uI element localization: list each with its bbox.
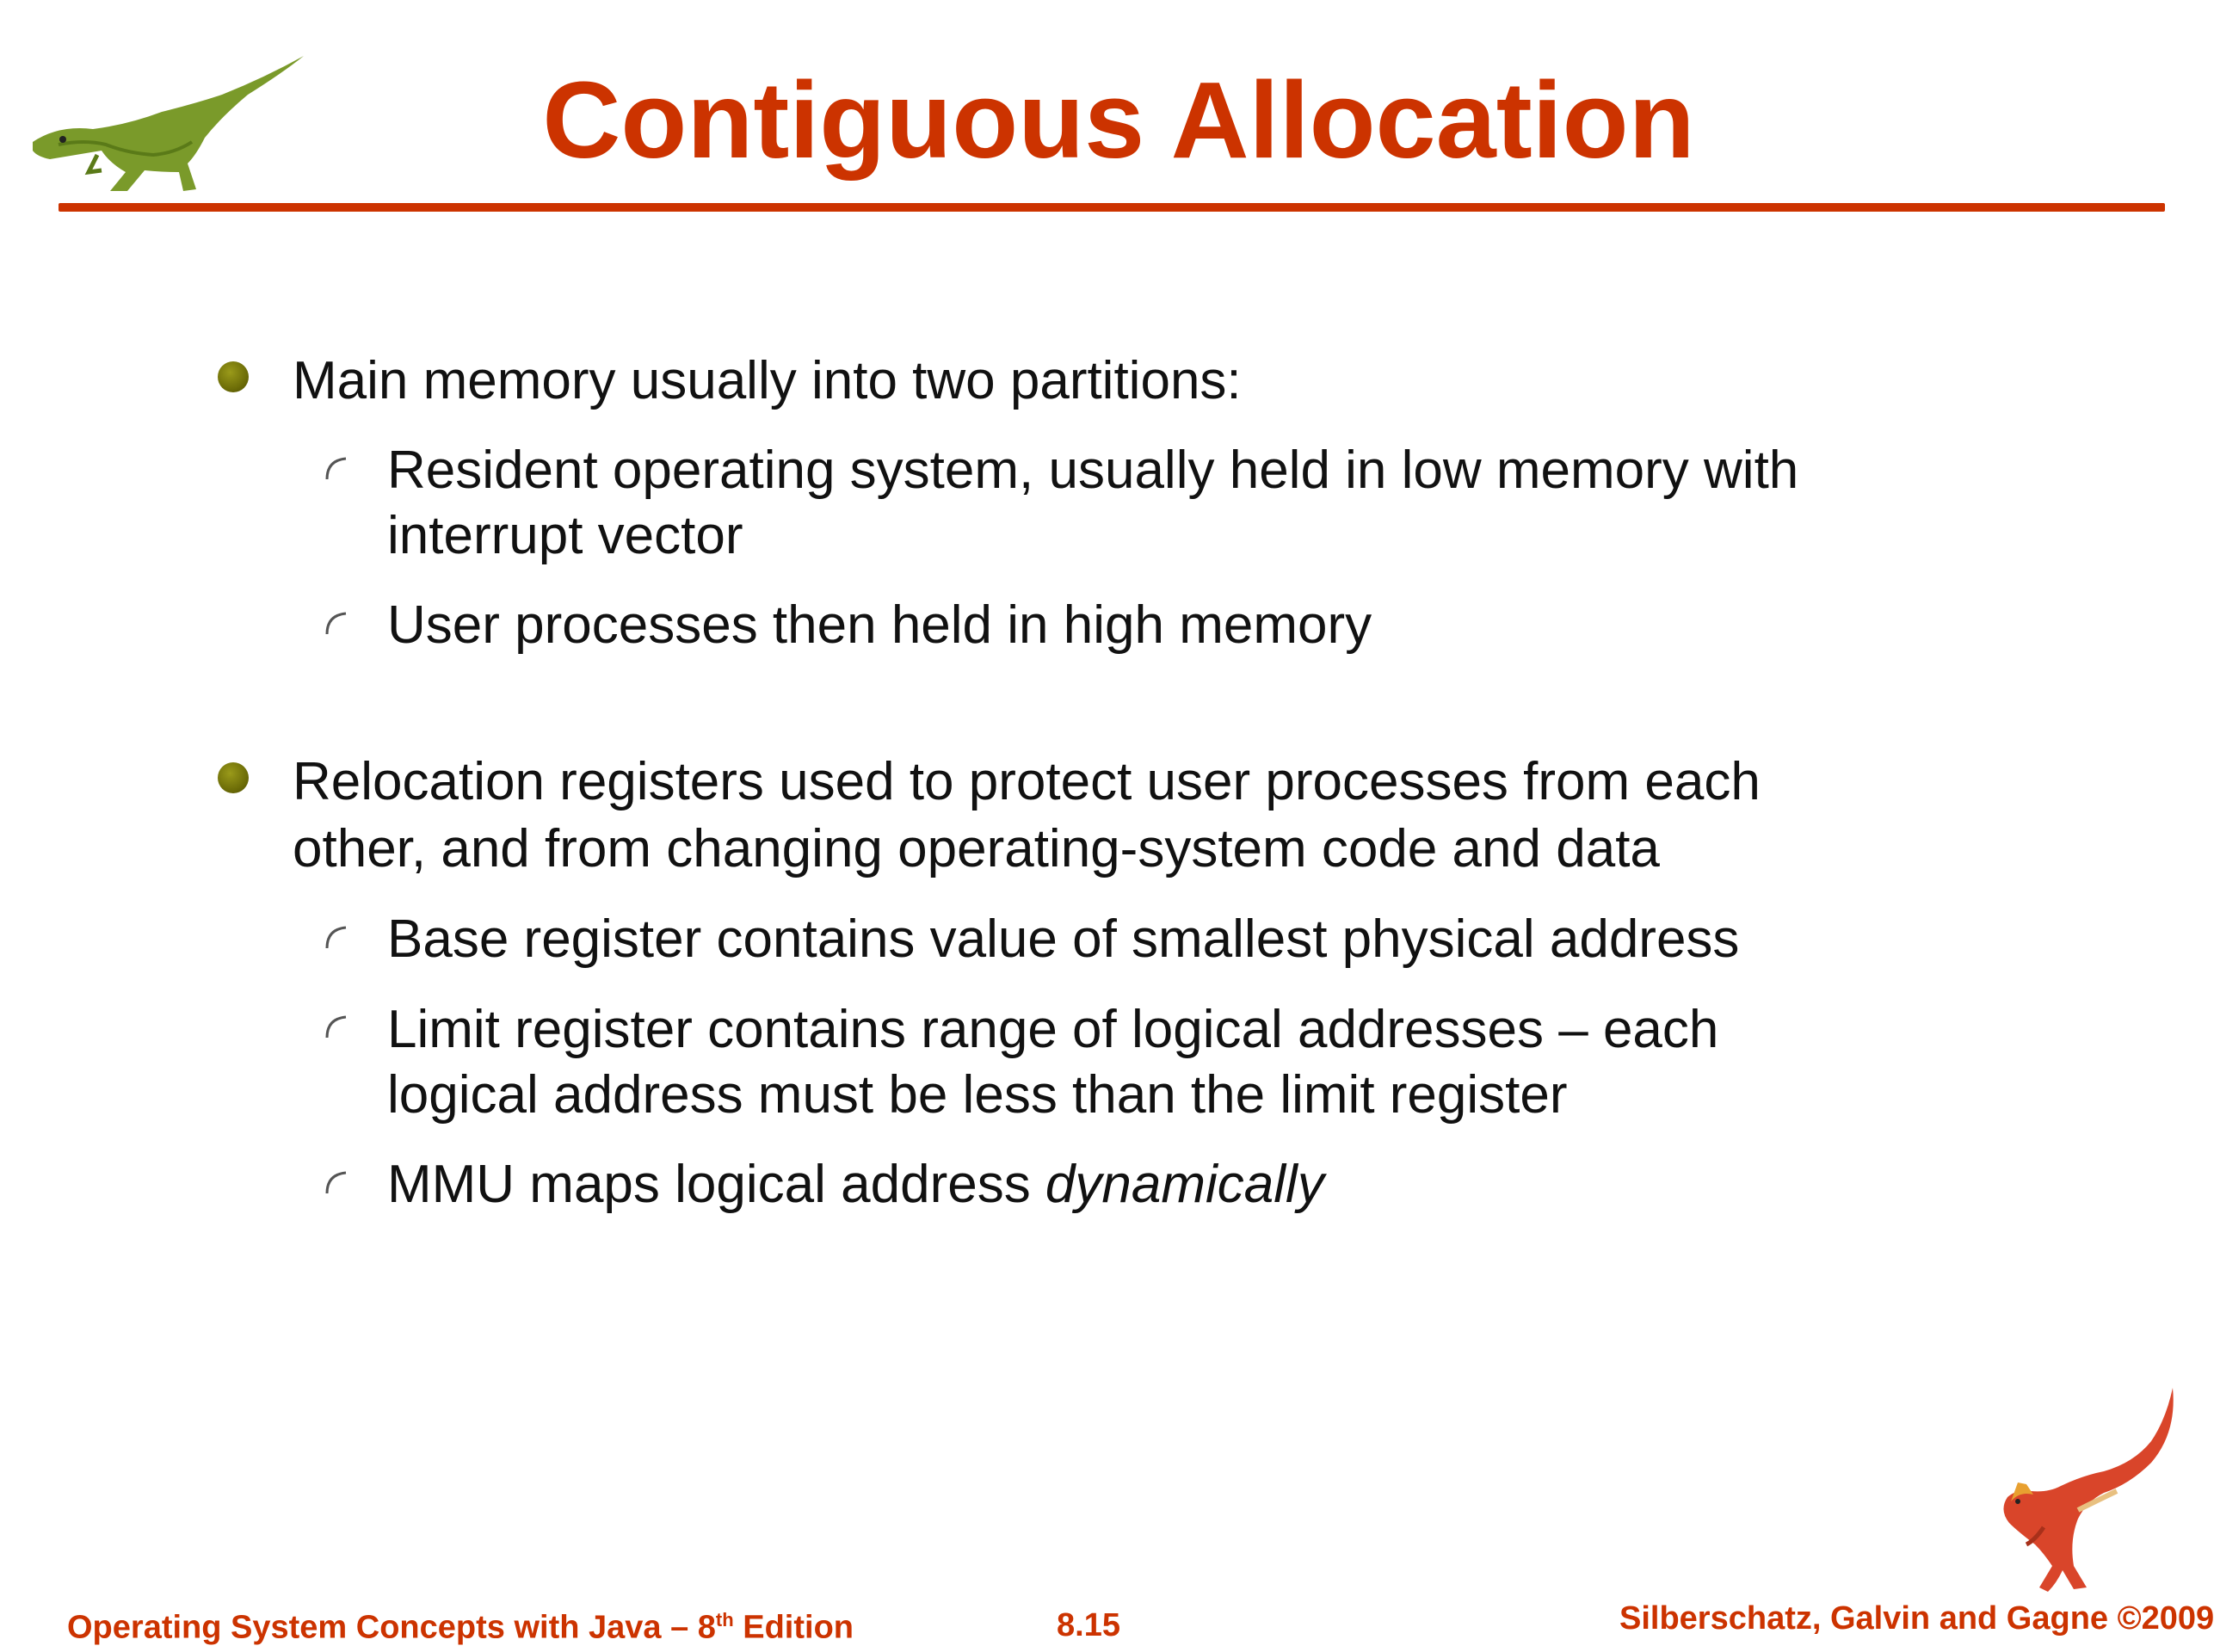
slide-title: Contiguous Allocation xyxy=(542,59,1695,181)
sub-bullet-arc-icon xyxy=(325,926,347,949)
sub-bullet-arc-icon xyxy=(325,457,347,480)
bullet-2-line-1: Relocation registers used to protect use… xyxy=(293,752,1761,811)
sub-bullet-2-1: Base register contains value of smallest… xyxy=(387,909,1740,969)
bullet-dot-icon xyxy=(218,361,249,392)
sub-bullet-1-2: User processes then held in high memory xyxy=(387,595,1372,655)
footer-book-title: Operating System Concepts with Java – 8t… xyxy=(67,1609,854,1647)
sub-bullet-2-3: MMU maps logical address dynamically xyxy=(387,1151,1936,1218)
sub-bullet-2-3-text: MMU maps logical address xyxy=(387,1155,1045,1214)
emphasis-dynamically: dynamically xyxy=(1045,1155,1324,1214)
sub-bullet-1-1-line-1: Resident operating system, usually held … xyxy=(387,441,1799,500)
footer-book-title-text: Operating System Concepts with Java – 8 xyxy=(67,1609,716,1646)
bullet-1-text: Main memory usually into two partitions: xyxy=(293,351,1242,410)
sub-bullet-2-2-line-2: logical address must be less than the li… xyxy=(387,1065,1568,1125)
title-divider xyxy=(59,203,2165,212)
footer-page-number: 8.15 xyxy=(1057,1607,1120,1643)
bullet-dot-icon xyxy=(218,762,249,793)
footer-book-title-suffix: Edition xyxy=(733,1609,854,1646)
sub-bullet-arc-icon xyxy=(325,1015,347,1039)
dinosaur-logo-bottom xyxy=(2003,1388,2174,1592)
bullet-2-line-2: other, and from changing operating-syste… xyxy=(293,819,1660,878)
sub-bullet-2-2-line-1: Limit register contains range of logical… xyxy=(387,1000,1719,1059)
sub-bullet-arc-icon xyxy=(325,1171,347,1194)
dinosaur-logo-top xyxy=(33,56,304,191)
footer-authors: Silberschatz, Galvin and Gagne ©2009 xyxy=(1619,1600,2214,1637)
sub-bullet-arc-icon xyxy=(325,612,347,635)
footer-book-title-sup: th xyxy=(715,1609,734,1630)
sub-bullet-1-1-line-2: interrupt vector xyxy=(387,506,743,565)
